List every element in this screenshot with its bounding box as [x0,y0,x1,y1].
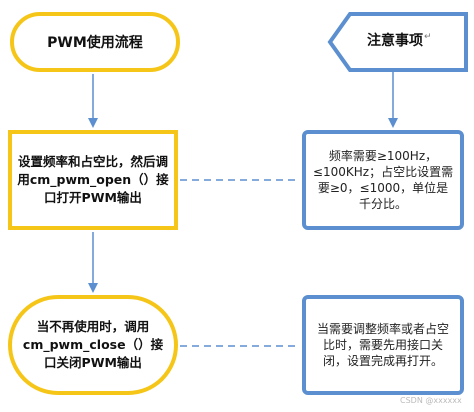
watermark: CSDN @xxxxxx [400,396,462,405]
note-frequency-duty: 频率需要≥100Hz，≤100KHz；占空比设置需要≥0，≤1000，单位是千分… [302,130,464,230]
note-header-title: 注意事项 [367,33,423,49]
start-terminal: PWM使用流程 [10,12,180,72]
note2-text: 当需要调整频率或者占空比时，需要先用接口关闭，设置完成再打开。 [316,322,449,368]
process-open-pwm: 设置频率和占空比，然后调用cm_pwm_open（）接口打开PWM输出 [8,130,178,230]
note-header-cursor: ↵ [424,32,432,42]
end-terminal: 当不再使用时，调用cm_pwm_close（）接口关闭PWM输出 [8,295,178,395]
end-label: 当不再使用时，调用cm_pwm_close（）接口关闭PWM输出 [22,319,164,370]
step1-label: 设置频率和占空比，然后调用cm_pwm_open（）接口打开PWM输出 [17,154,169,205]
note-header-shape [327,12,468,72]
note1-text: 频率需要≥100Hz，≤100KHz；占空比设置需要≥0，≤1000，单位是千分… [312,149,454,211]
note-adjust-procedure: 当需要调整频率或者占空比时，需要先用接口关闭，设置完成再打开。 [302,295,464,395]
start-label: PWM使用流程 [47,35,143,51]
